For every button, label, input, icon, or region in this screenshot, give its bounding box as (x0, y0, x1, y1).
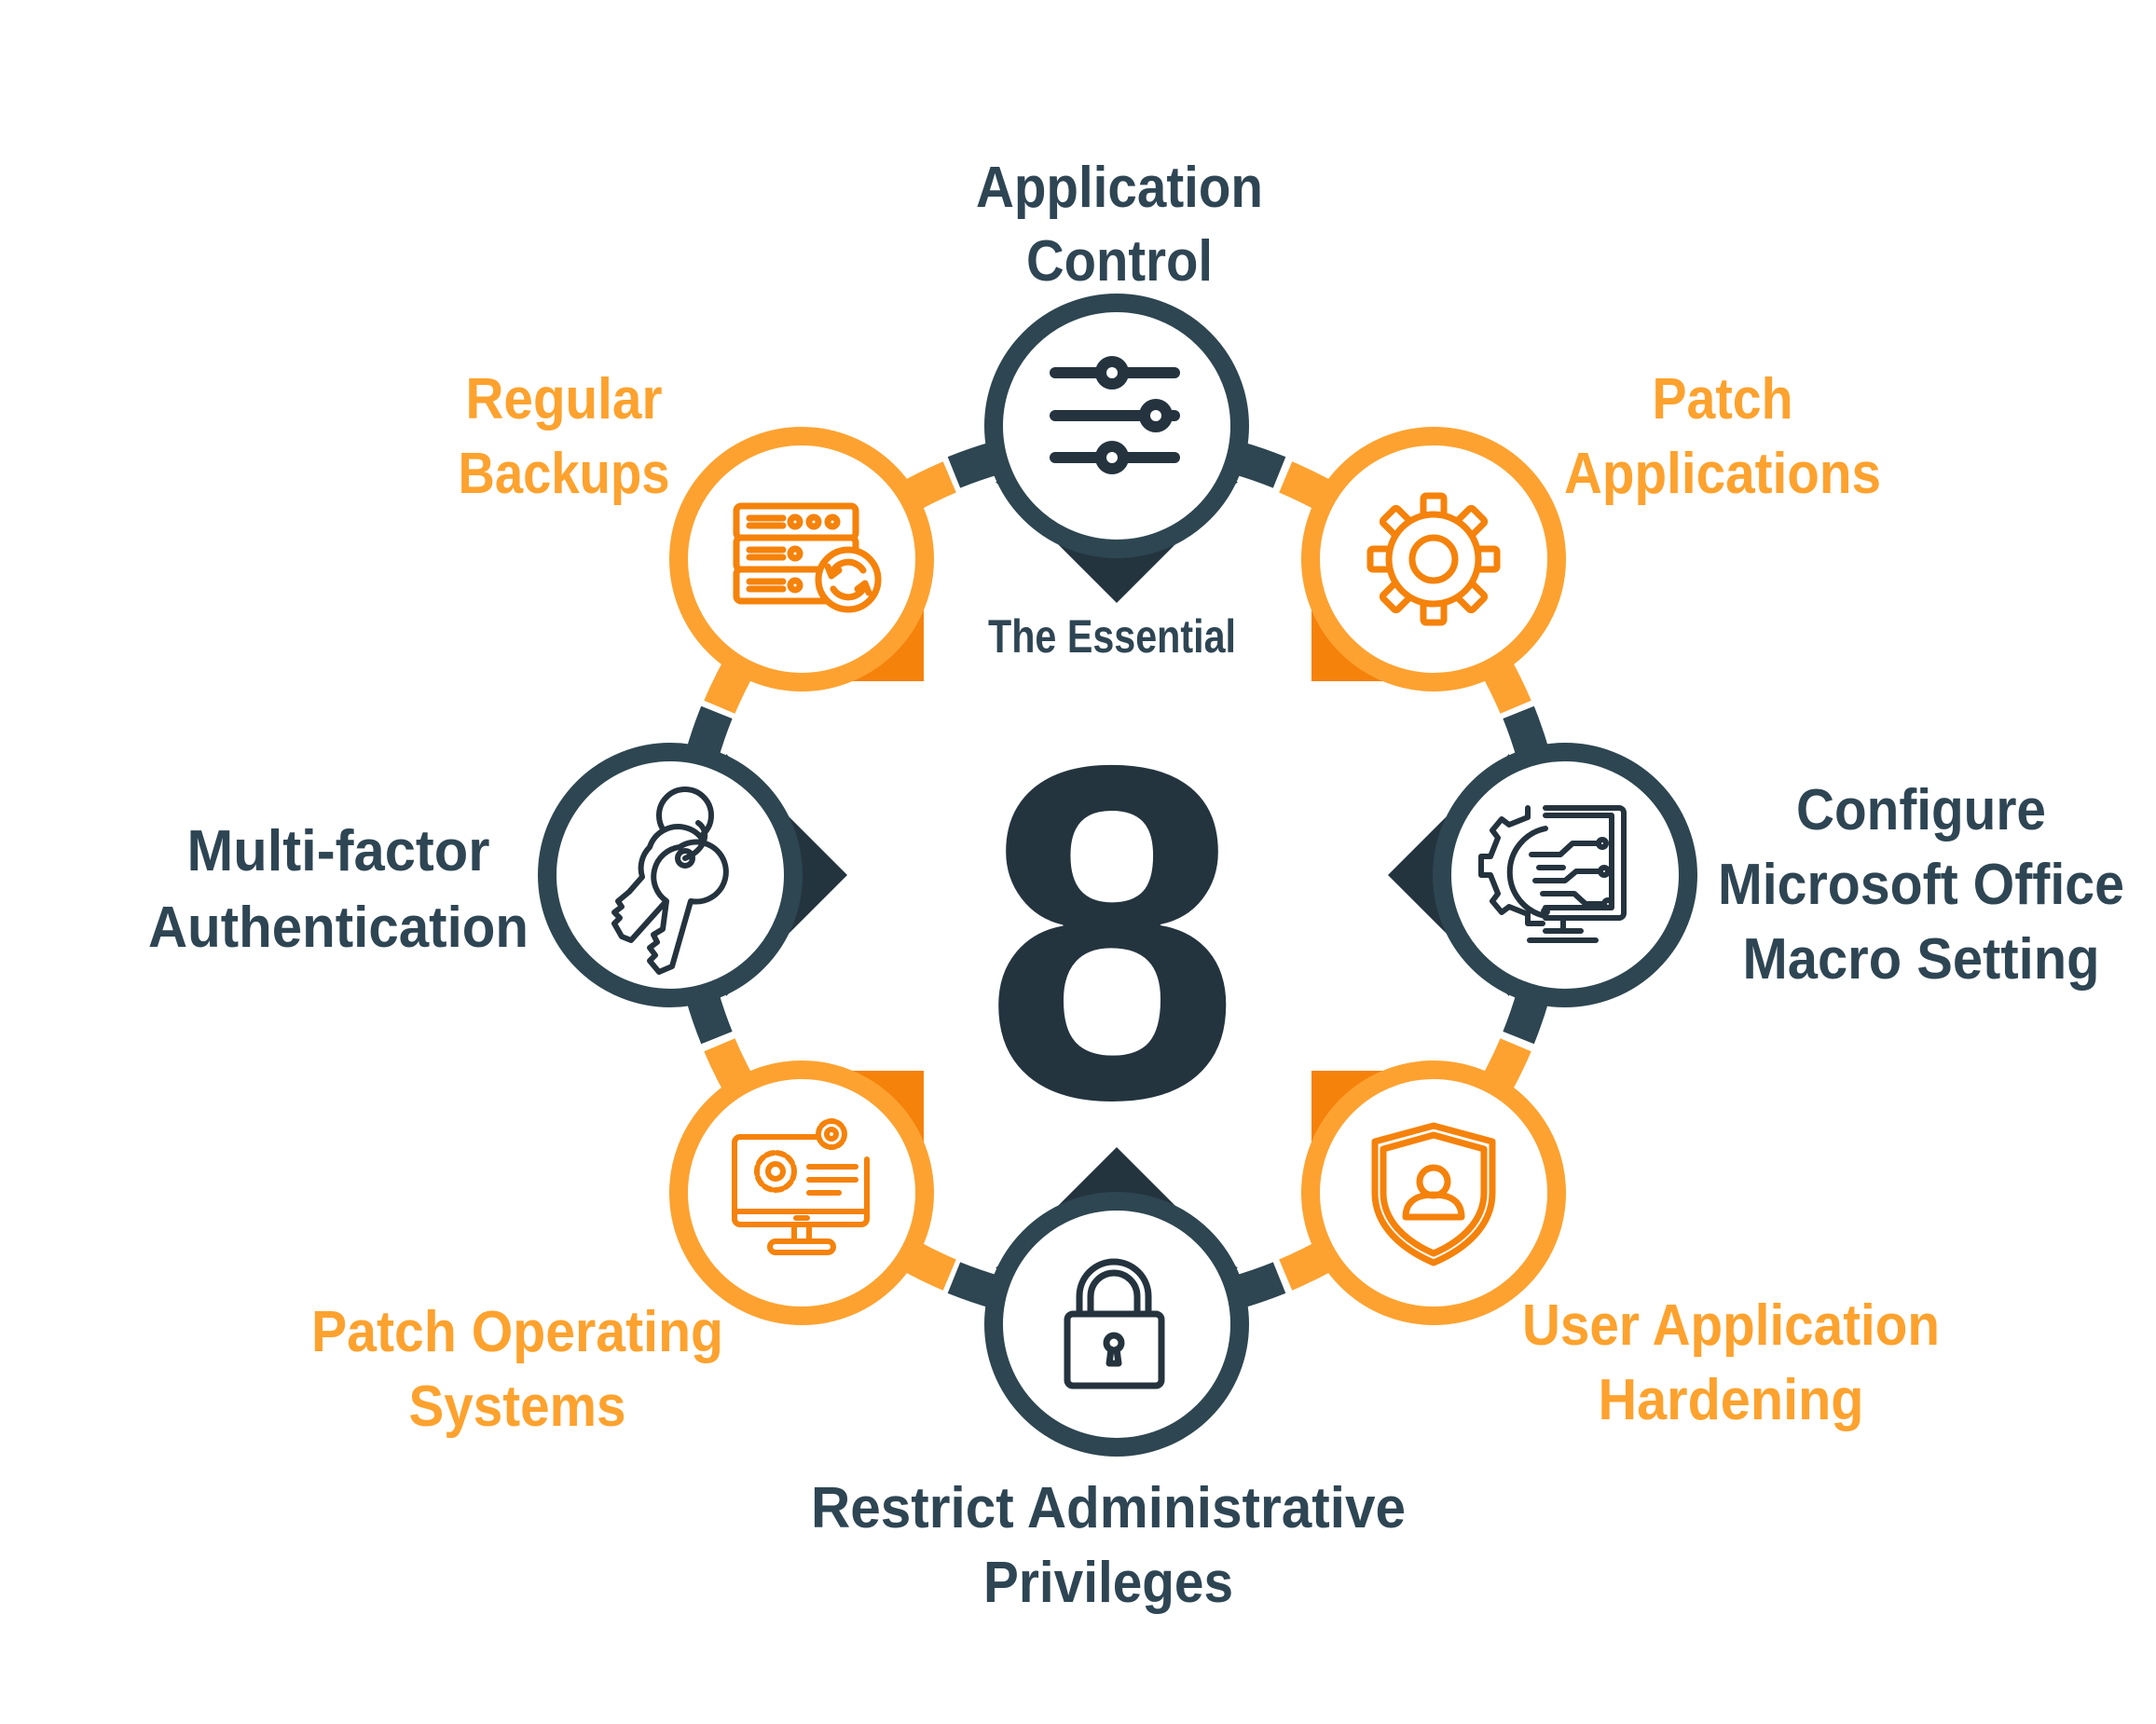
node-circle (669, 427, 934, 691)
gear-icon (1366, 492, 1501, 626)
node-circle (984, 1192, 1249, 1457)
label-patch-applications: Patch Applications (1564, 367, 1881, 506)
label-line: Systems (409, 1375, 626, 1439)
label-line: Regular (466, 367, 663, 431)
node-restrict-admin (947, 1147, 1286, 1457)
keys-icon (611, 787, 729, 975)
center-title: The Essential (988, 610, 1236, 663)
padlock-icon (1064, 1258, 1165, 1389)
label-line: Hardening (1599, 1368, 1864, 1432)
node-circle (669, 1060, 934, 1325)
label-user-app-hardening: User Application Hardening (1522, 1293, 1940, 1432)
label-line: User Application (1522, 1293, 1940, 1358)
label-line: Patch Operating (311, 1300, 723, 1364)
label-line: Macro Setting (1743, 927, 2100, 992)
label-application-control: Application Control (976, 156, 1263, 294)
node-user-app-hardening (1279, 1038, 1566, 1325)
label-line: Microsoft Office (1718, 853, 2124, 917)
label-line: Application (976, 156, 1263, 220)
node-regular-backups (669, 427, 956, 714)
node-mfa (538, 705, 847, 1045)
gear-monitor-circuit-icon (1478, 805, 1627, 943)
node-application-control (947, 294, 1286, 603)
sliders-icon (1050, 356, 1180, 474)
node-patch-os (669, 1038, 956, 1325)
label-line: Privileges (983, 1551, 1233, 1615)
node-configure-macro (1388, 705, 1697, 1045)
label-line: Control (1026, 229, 1213, 294)
server-sync-icon (733, 502, 882, 613)
node-circle (984, 294, 1249, 558)
label-patch-os: Patch Operating Systems (311, 1300, 723, 1439)
monitor-gears-icon (732, 1118, 870, 1255)
label-line: Multi-factor (187, 819, 490, 883)
label-line: Configure (1796, 778, 2046, 842)
label-line: Restrict Administrative (811, 1476, 1406, 1540)
label-line: Patch (1653, 367, 1793, 431)
shield-user-icon (1371, 1122, 1496, 1266)
label-line: Backups (459, 442, 670, 506)
label-line: Applications (1564, 442, 1881, 506)
label-line: Authentication (148, 896, 529, 960)
label-mfa: Multi-factor Authentication (148, 819, 529, 960)
label-regular-backups: Regular Backups (459, 367, 670, 506)
node-patch-applications (1279, 427, 1566, 714)
label-restrict-admin: Restrict Administrative Privileges (811, 1476, 1406, 1615)
label-configure-macro: Configure Microsoft Office Macro Setting (1718, 778, 2124, 992)
center-number: 8 (984, 667, 1241, 1198)
